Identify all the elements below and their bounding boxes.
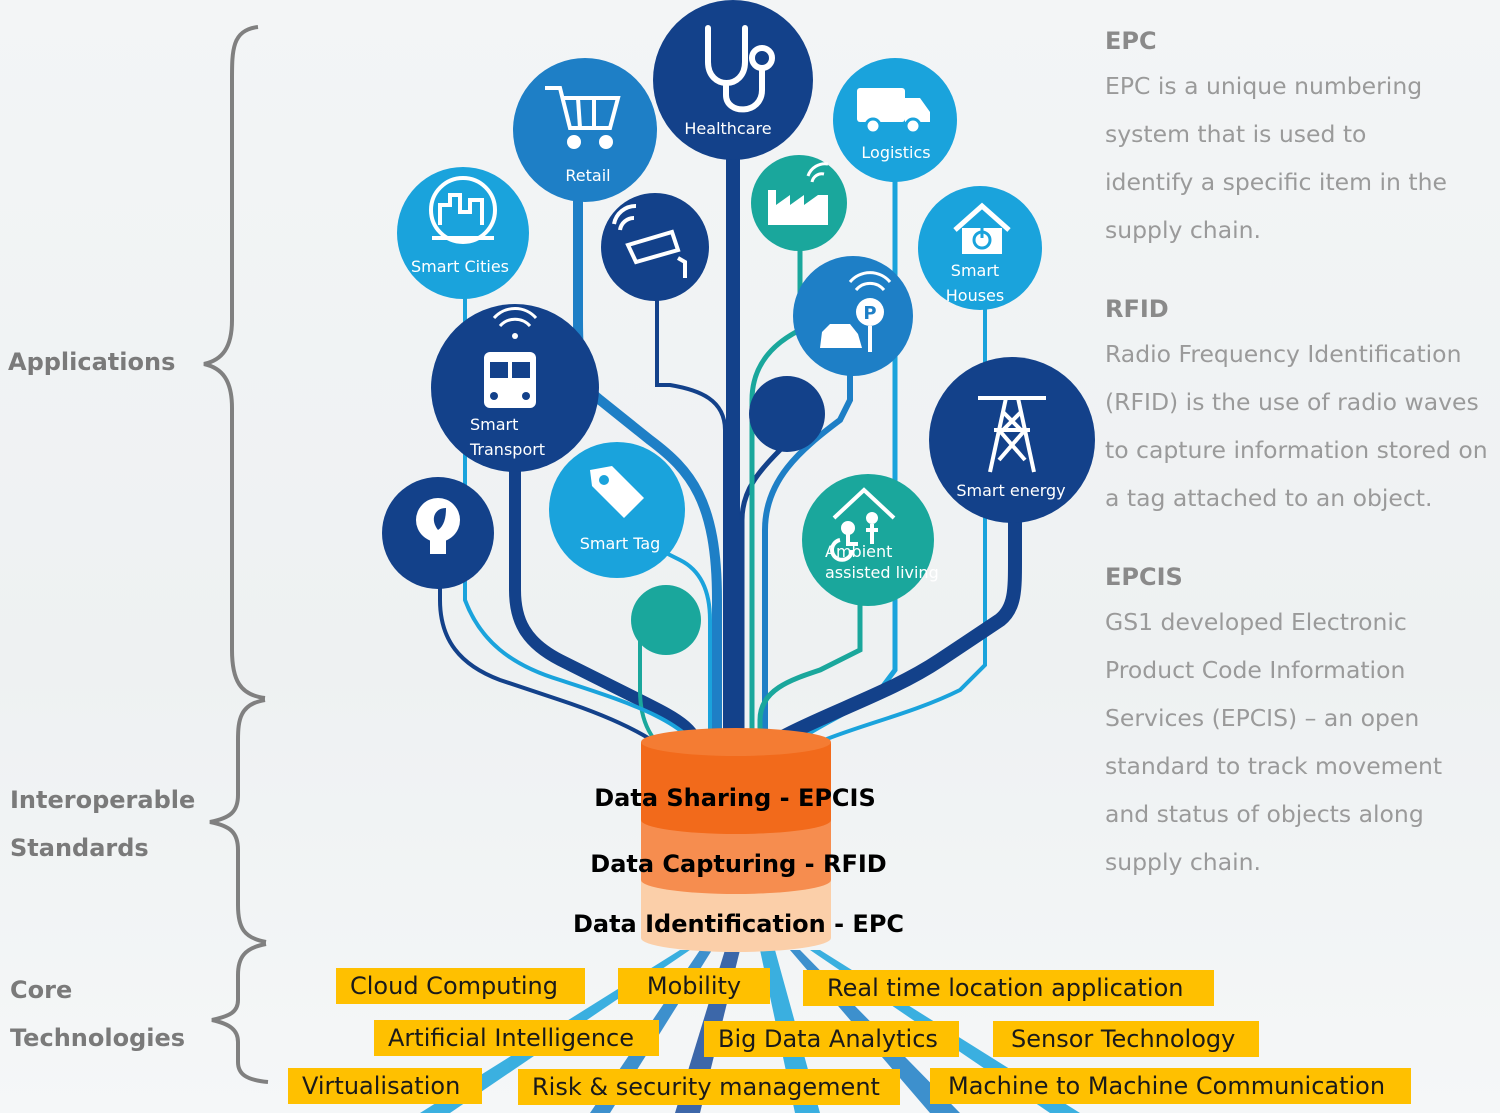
truck-icon — [857, 88, 930, 135]
smart-transport-label-1: Smart — [470, 415, 518, 434]
epcis-line: GS1 developed Electronic — [1105, 608, 1407, 636]
tech-risk-security: Risk & security management — [518, 1069, 900, 1105]
teal-node[interactable] — [631, 585, 701, 655]
epcis-description: GS1 developed Electronic Product Code In… — [1105, 598, 1500, 886]
tech-cloud-computing: Cloud Computing — [336, 968, 585, 1004]
parking-icon: P — [820, 271, 892, 352]
smart-cities-label: Smart Cities — [411, 257, 509, 276]
tech-virtualisation: Virtualisation — [288, 1068, 482, 1104]
generic-node[interactable] — [749, 376, 825, 452]
cctv-node[interactable] — [601, 193, 709, 301]
cart-icon — [545, 86, 621, 149]
rfid-line: a tag attached to an object. — [1105, 484, 1433, 512]
smart-energy-node[interactable]: Smart energy — [929, 357, 1095, 523]
retail-label: Retail — [565, 166, 610, 185]
rfid-title: RFID — [1105, 295, 1169, 323]
house-power-icon — [953, 202, 1011, 254]
smart-tag-node[interactable]: Smart Tag — [549, 442, 685, 578]
retail-node[interactable]: Retail — [513, 58, 657, 202]
smart-transport-node[interactable]: Smart Transport — [431, 304, 599, 472]
technologies-label: Technologies — [10, 1024, 186, 1052]
epc-title: EPC — [1105, 27, 1157, 55]
tech-sensor: Sensor Technology — [993, 1021, 1259, 1057]
ambient-label-2: assisted living — [825, 563, 939, 582]
epc-description: EPC is a unique numbering system that is… — [1105, 62, 1500, 254]
epcis-line: Services (EPCIS) – an open — [1105, 704, 1420, 732]
city-icon — [429, 176, 497, 244]
ambient-living-node[interactable]: Ambient assisted living — [802, 474, 939, 606]
applications-brace — [203, 25, 266, 700]
data-sharing-label: Data Sharing - EPCIS — [594, 784, 876, 812]
info-panel: EPC EPC is a unique numbering system tha… — [1105, 24, 1500, 886]
factory-node[interactable] — [751, 155, 847, 251]
tag-icon — [590, 466, 644, 518]
standards-brace — [209, 698, 267, 944]
smart-cities-node[interactable]: Smart Cities — [397, 167, 529, 299]
pylon-icon — [978, 396, 1046, 473]
applications-label: Applications — [8, 348, 176, 376]
data-capturing-label: Data Capturing - RFID — [590, 850, 887, 878]
standards-label: Standards — [10, 834, 149, 862]
epc-line: EPC is a unique numbering — [1105, 72, 1423, 100]
tech-mobility: Mobility — [618, 968, 770, 1004]
core-label: Core — [10, 976, 73, 1004]
factory-icon — [768, 162, 829, 225]
healthcare-label: Healthcare — [684, 119, 771, 138]
smart-houses-label-2: Houses — [946, 286, 1004, 305]
tech-m2m: Machine to Machine Communication — [930, 1068, 1411, 1104]
rfid-line: (RFID) is the use of radio waves — [1105, 388, 1479, 416]
data-identification-label: Data Identification - EPC — [572, 910, 905, 938]
bulb-node[interactable] — [382, 477, 494, 589]
tech-big-data: Big Data Analytics — [704, 1021, 959, 1057]
rfid-line: Radio Frequency Identification — [1105, 340, 1462, 368]
epc-line: identify a specific item in the — [1105, 168, 1447, 196]
rfid-description: Radio Frequency Identification (RFID) is… — [1105, 330, 1500, 522]
epcis-line: Product Code Information — [1105, 656, 1406, 684]
logistics-label: Logistics — [861, 143, 930, 162]
smart-energy-label: Smart energy — [956, 481, 1065, 500]
stethoscope-icon — [705, 25, 775, 113]
tech-real-time-location: Real time location application — [803, 970, 1214, 1006]
rfid-line: to capture information stored on — [1105, 436, 1488, 464]
healthcare-node[interactable]: Healthcare — [653, 0, 813, 160]
technologies-brace — [211, 942, 269, 1084]
accessible-home-icon — [830, 487, 896, 562]
ambient-label-1: Ambient — [825, 542, 892, 561]
cctv-icon — [612, 203, 687, 278]
epcis-title: EPCIS — [1105, 563, 1183, 591]
bus-icon — [484, 307, 538, 408]
interoperable-label: Interoperable — [10, 786, 196, 814]
svg-text:P: P — [863, 303, 876, 324]
bulb-icon — [416, 498, 460, 554]
epcis-line: and status of objects along — [1105, 800, 1424, 828]
epc-line: system that is used to — [1105, 120, 1367, 148]
parking-node[interactable]: P — [793, 256, 913, 376]
logistics-node[interactable]: Logistics — [833, 58, 957, 182]
smart-houses-node[interactable]: Smart Houses — [918, 186, 1042, 310]
braces — [203, 25, 269, 1084]
smart-houses-label-1: Smart — [951, 261, 999, 280]
smart-tag-label: Smart Tag — [580, 534, 661, 553]
epcis-line: standard to track movement — [1105, 752, 1443, 780]
epc-line: supply chain. — [1105, 216, 1261, 244]
database-cylinder — [641, 728, 831, 952]
tech-artificial-intelligence: Artificial Intelligence — [374, 1020, 659, 1056]
epcis-line: supply chain. — [1105, 848, 1261, 876]
smart-transport-label-2: Transport — [469, 440, 545, 459]
